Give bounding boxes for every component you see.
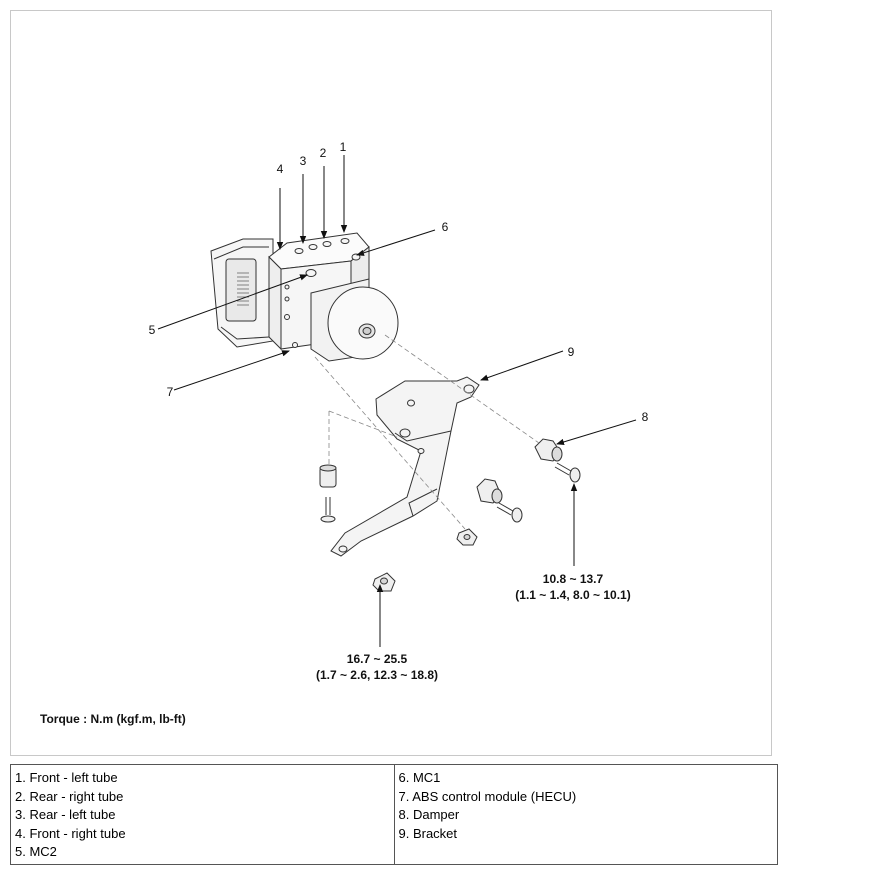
dampers-bolts-illustration xyxy=(319,438,581,592)
callout-labels: 1 2 3 4 5 6 7 8 9 xyxy=(149,140,649,424)
torque-bracket-nut-line2: (1.7 ~ 2.6, 12.3 ~ 18.8) xyxy=(316,668,438,682)
legend-item: 6. MC1 xyxy=(398,770,441,785)
legend-item: 3. Rear - left tube xyxy=(15,807,116,822)
legend-item: 4. Front - right tube xyxy=(15,825,126,841)
torque-unit-note: Torque : N.m (kgf.m, lb-ft) xyxy=(40,712,186,726)
callout-1: 1 xyxy=(340,140,347,154)
callout-4: 4 xyxy=(277,162,284,176)
legend-item: 9. Bracket xyxy=(398,825,458,841)
legend-item: 2. Rear - right tube xyxy=(15,788,124,804)
callout-7: 7 xyxy=(167,385,174,399)
assembly-guide-lines xyxy=(314,334,540,530)
bracket-illustration xyxy=(330,376,480,557)
callout-leader-lines xyxy=(157,155,637,647)
callout-5: 5 xyxy=(149,323,156,337)
legend-column-left: 1. Front - left tube 2. Rear - right tub… xyxy=(11,765,394,864)
torque-specs: 10.8 ~ 13.7 (1.1 ~ 1.4, 8.0 ~ 10.1) 16.7… xyxy=(40,572,631,726)
torque-damper-bolt-line1: 10.8 ~ 13.7 xyxy=(543,572,604,586)
callout-2: 2 xyxy=(320,146,327,160)
legend-item: 5. MC2 xyxy=(15,844,57,859)
torque-damper-bolt-line2: (1.1 ~ 1.4, 8.0 ~ 10.1) xyxy=(515,588,630,602)
legend-item: 1. Front - left tube xyxy=(15,770,118,785)
callout-3: 3 xyxy=(300,154,307,168)
legend-item: 7. ABS control module (HECU) xyxy=(398,788,577,804)
abs-module-exploded-diagram: 1 2 3 4 5 6 7 8 9 10.8 ~ 13.7 (1.1 ~ 1.4… xyxy=(40,140,649,726)
callout-6: 6 xyxy=(442,220,449,234)
figure-frame: 1 2 3 4 5 6 7 8 9 10.8 ~ 13.7 (1.1 ~ 1.4… xyxy=(10,10,772,756)
callout-8: 8 xyxy=(642,410,649,424)
legend-column-right: 6. MC1 7. ABS control module (HECU) 8. D… xyxy=(393,765,778,864)
hecu-module-illustration xyxy=(210,232,399,362)
legend-item: 8. Damper xyxy=(398,807,460,822)
callout-9: 9 xyxy=(568,345,575,359)
torque-bracket-nut-line1: 16.7 ~ 25.5 xyxy=(347,652,408,666)
legend-table: 1. Front - left tube 2. Rear - right tub… xyxy=(10,764,778,865)
